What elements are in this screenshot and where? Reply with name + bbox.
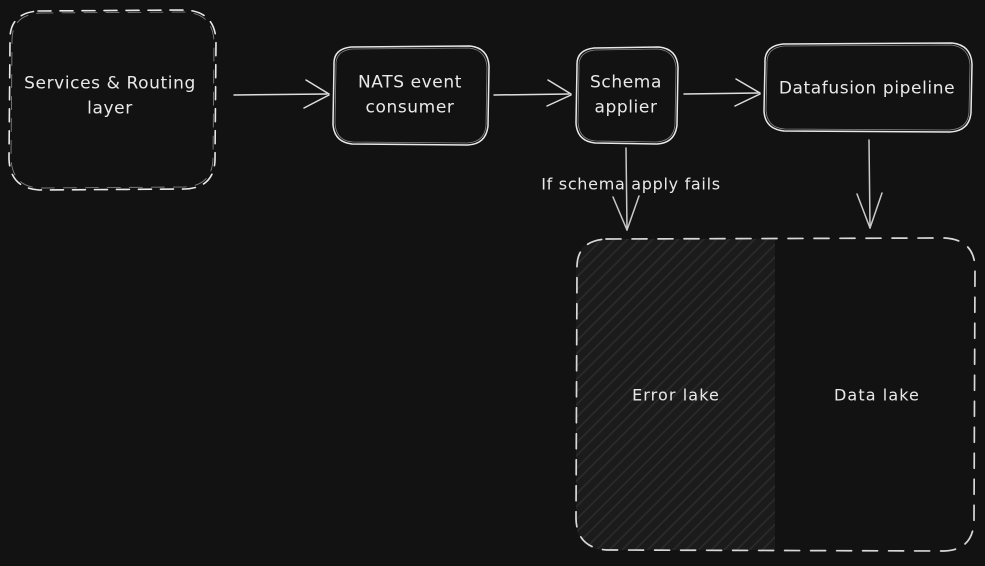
node-nats-event-consumer[interactable] xyxy=(332,46,489,145)
node-schema-applier[interactable] xyxy=(575,47,678,144)
edge-schema-to-error-lake xyxy=(612,147,640,231)
edge-services-to-nats xyxy=(233,79,330,109)
edge-nats-to-schema xyxy=(493,79,572,107)
node-datafusion-pipeline[interactable] xyxy=(763,43,972,133)
node-services-routing-layer[interactable] xyxy=(8,10,216,190)
node-schema-applier-shape xyxy=(575,46,679,145)
node-nats-event-consumer-shape xyxy=(332,45,490,146)
region-error-lake[interactable] xyxy=(576,238,775,551)
edge-schema-to-datafusion xyxy=(683,78,761,107)
node-services-routing-layer-shape xyxy=(8,9,217,191)
container-lakes-shape xyxy=(575,237,976,552)
node-datafusion-pipeline-shape xyxy=(763,42,973,133)
edge-datafusion-to-data-lake xyxy=(856,139,883,229)
region-data-lake[interactable] xyxy=(775,238,975,551)
error-lake-hatch-fill xyxy=(576,239,775,550)
